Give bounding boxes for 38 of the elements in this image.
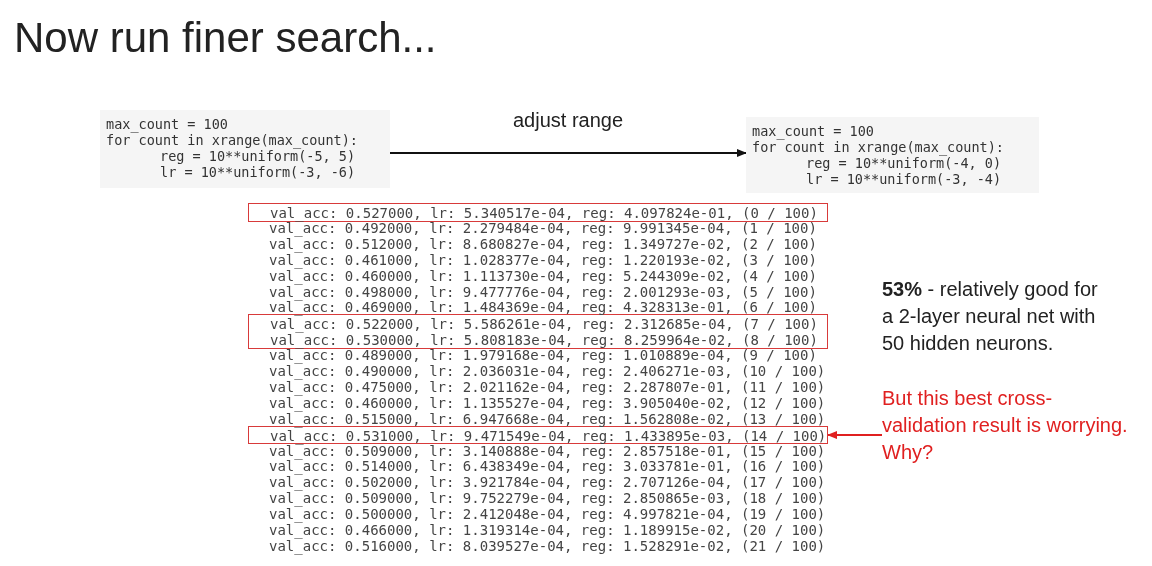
log-line: val_acc: 0.498000, lr: 9.477776e-04, reg: 2.001293e-03, (5 / 100)	[269, 283, 817, 300]
note-text: 53% - relatively good for a 2-layer neural net with 50 hidden neurons.	[882, 277, 1099, 356]
arrow	[389, 149, 747, 157]
log-line: val_acc: 0.516000, lr: 8.039527e-04, reg: 1.528291e-02, (21 / 100)	[269, 537, 826, 555]
log-line: val_acc: 0.490000, lr: 2.036031e-04, reg: 2.406271e-03, (10 / 100)	[269, 363, 826, 380]
code-block	[100, 110, 390, 188]
log-line: val_acc: 0.460000, lr: 1.113730e-04, reg: 5.244309e-02, (4 / 100)	[269, 267, 817, 284]
log-line: val_acc: 0.500000, lr: 2.412048e-04, reg: 4.997821e-04, (19 / 100)	[269, 506, 826, 523]
code-line: reg = 10**uniform(-5, 5)	[159, 148, 357, 164]
log-line: val_acc: 0.502000, lr: 3.921784e-04, reg: 2.707126e-04, (17 / 100)	[269, 474, 826, 491]
log-line: val_acc: 0.461000, lr: 1.028377e-04, reg: 1.220193e-02, (3 / 100)	[269, 251, 817, 269]
log-line: val_acc: 0.514000, lr: 6.438349e-04, reg: 3.033781e-01, (16 / 100)	[269, 458, 826, 475]
code-line: for count in xrange(max_count):	[752, 139, 1005, 155]
log-line: val_acc: 0.469000, lr: 1.484369e-04, reg: 4.328313e-01, (6 / 100)	[269, 299, 817, 316]
note-text: But this best cross-validation result is worrying. Why?	[882, 385, 1134, 466]
highlight-box	[248, 314, 828, 350]
log-line: val_acc: 0.527000, lr: 5.340517e-04, reg: 4.097824e-01, (0 / 100)	[270, 205, 818, 222]
log-line: val_acc: 0.460000, lr: 1.135527e-04, reg: 3.905040e-02, (12 / 100)	[269, 394, 826, 412]
code-line: reg = 10**uniform(-4, 0)	[805, 155, 1003, 171]
code-line: for count in xrange(max_count):	[106, 132, 359, 148]
edge-label: adjust range	[511, 109, 625, 132]
arrow	[827, 431, 883, 440]
log-line: val_acc: 0.466000, lr: 1.319314e-04, reg: 1.189915e-02, (20 / 100)	[269, 522, 826, 539]
log-line: val_acc: 0.531000, lr: 9.471549e-04, reg: 1.433895e-03, (14 / 100)	[270, 427, 827, 444]
code-line: lr = 10**uniform(-3, -4)	[805, 171, 1003, 187]
code-line: max_count = 100	[106, 116, 229, 132]
code-line: lr = 10**uniform(-3, -6)	[159, 164, 357, 180]
log-line: val_acc: 0.475000, lr: 2.021162e-04, reg: 2.287807e-01, (11 / 100)	[269, 378, 826, 396]
highlight-box	[248, 203, 828, 222]
log-line: val_acc: 0.489000, lr: 1.979168e-04, reg: 1.010889e-04, (9 / 100)	[269, 347, 817, 364]
slide-title: Now run finer search...	[14, 14, 437, 62]
log-line: val_acc: 0.522000, lr: 5.586261e-04, reg: 2.312685e-04, (7 / 100)	[270, 316, 818, 333]
log-line: val_acc: 0.530000, lr: 5.808183e-04, reg: 8.259964e-02, (8 / 100)	[270, 332, 818, 349]
log-line: val_acc: 0.512000, lr: 8.680827e-04, reg: 1.349727e-02, (2 / 100)	[269, 235, 817, 253]
code-line: max_count = 100	[752, 123, 875, 139]
log-line: val_acc: 0.509000, lr: 9.752279e-04, reg: 2.850865e-03, (18 / 100)	[269, 490, 826, 507]
code-block	[746, 117, 1039, 193]
log-line: val_acc: 0.515000, lr: 6.947668e-04, reg: 1.562808e-02, (13 / 100)	[269, 410, 826, 428]
